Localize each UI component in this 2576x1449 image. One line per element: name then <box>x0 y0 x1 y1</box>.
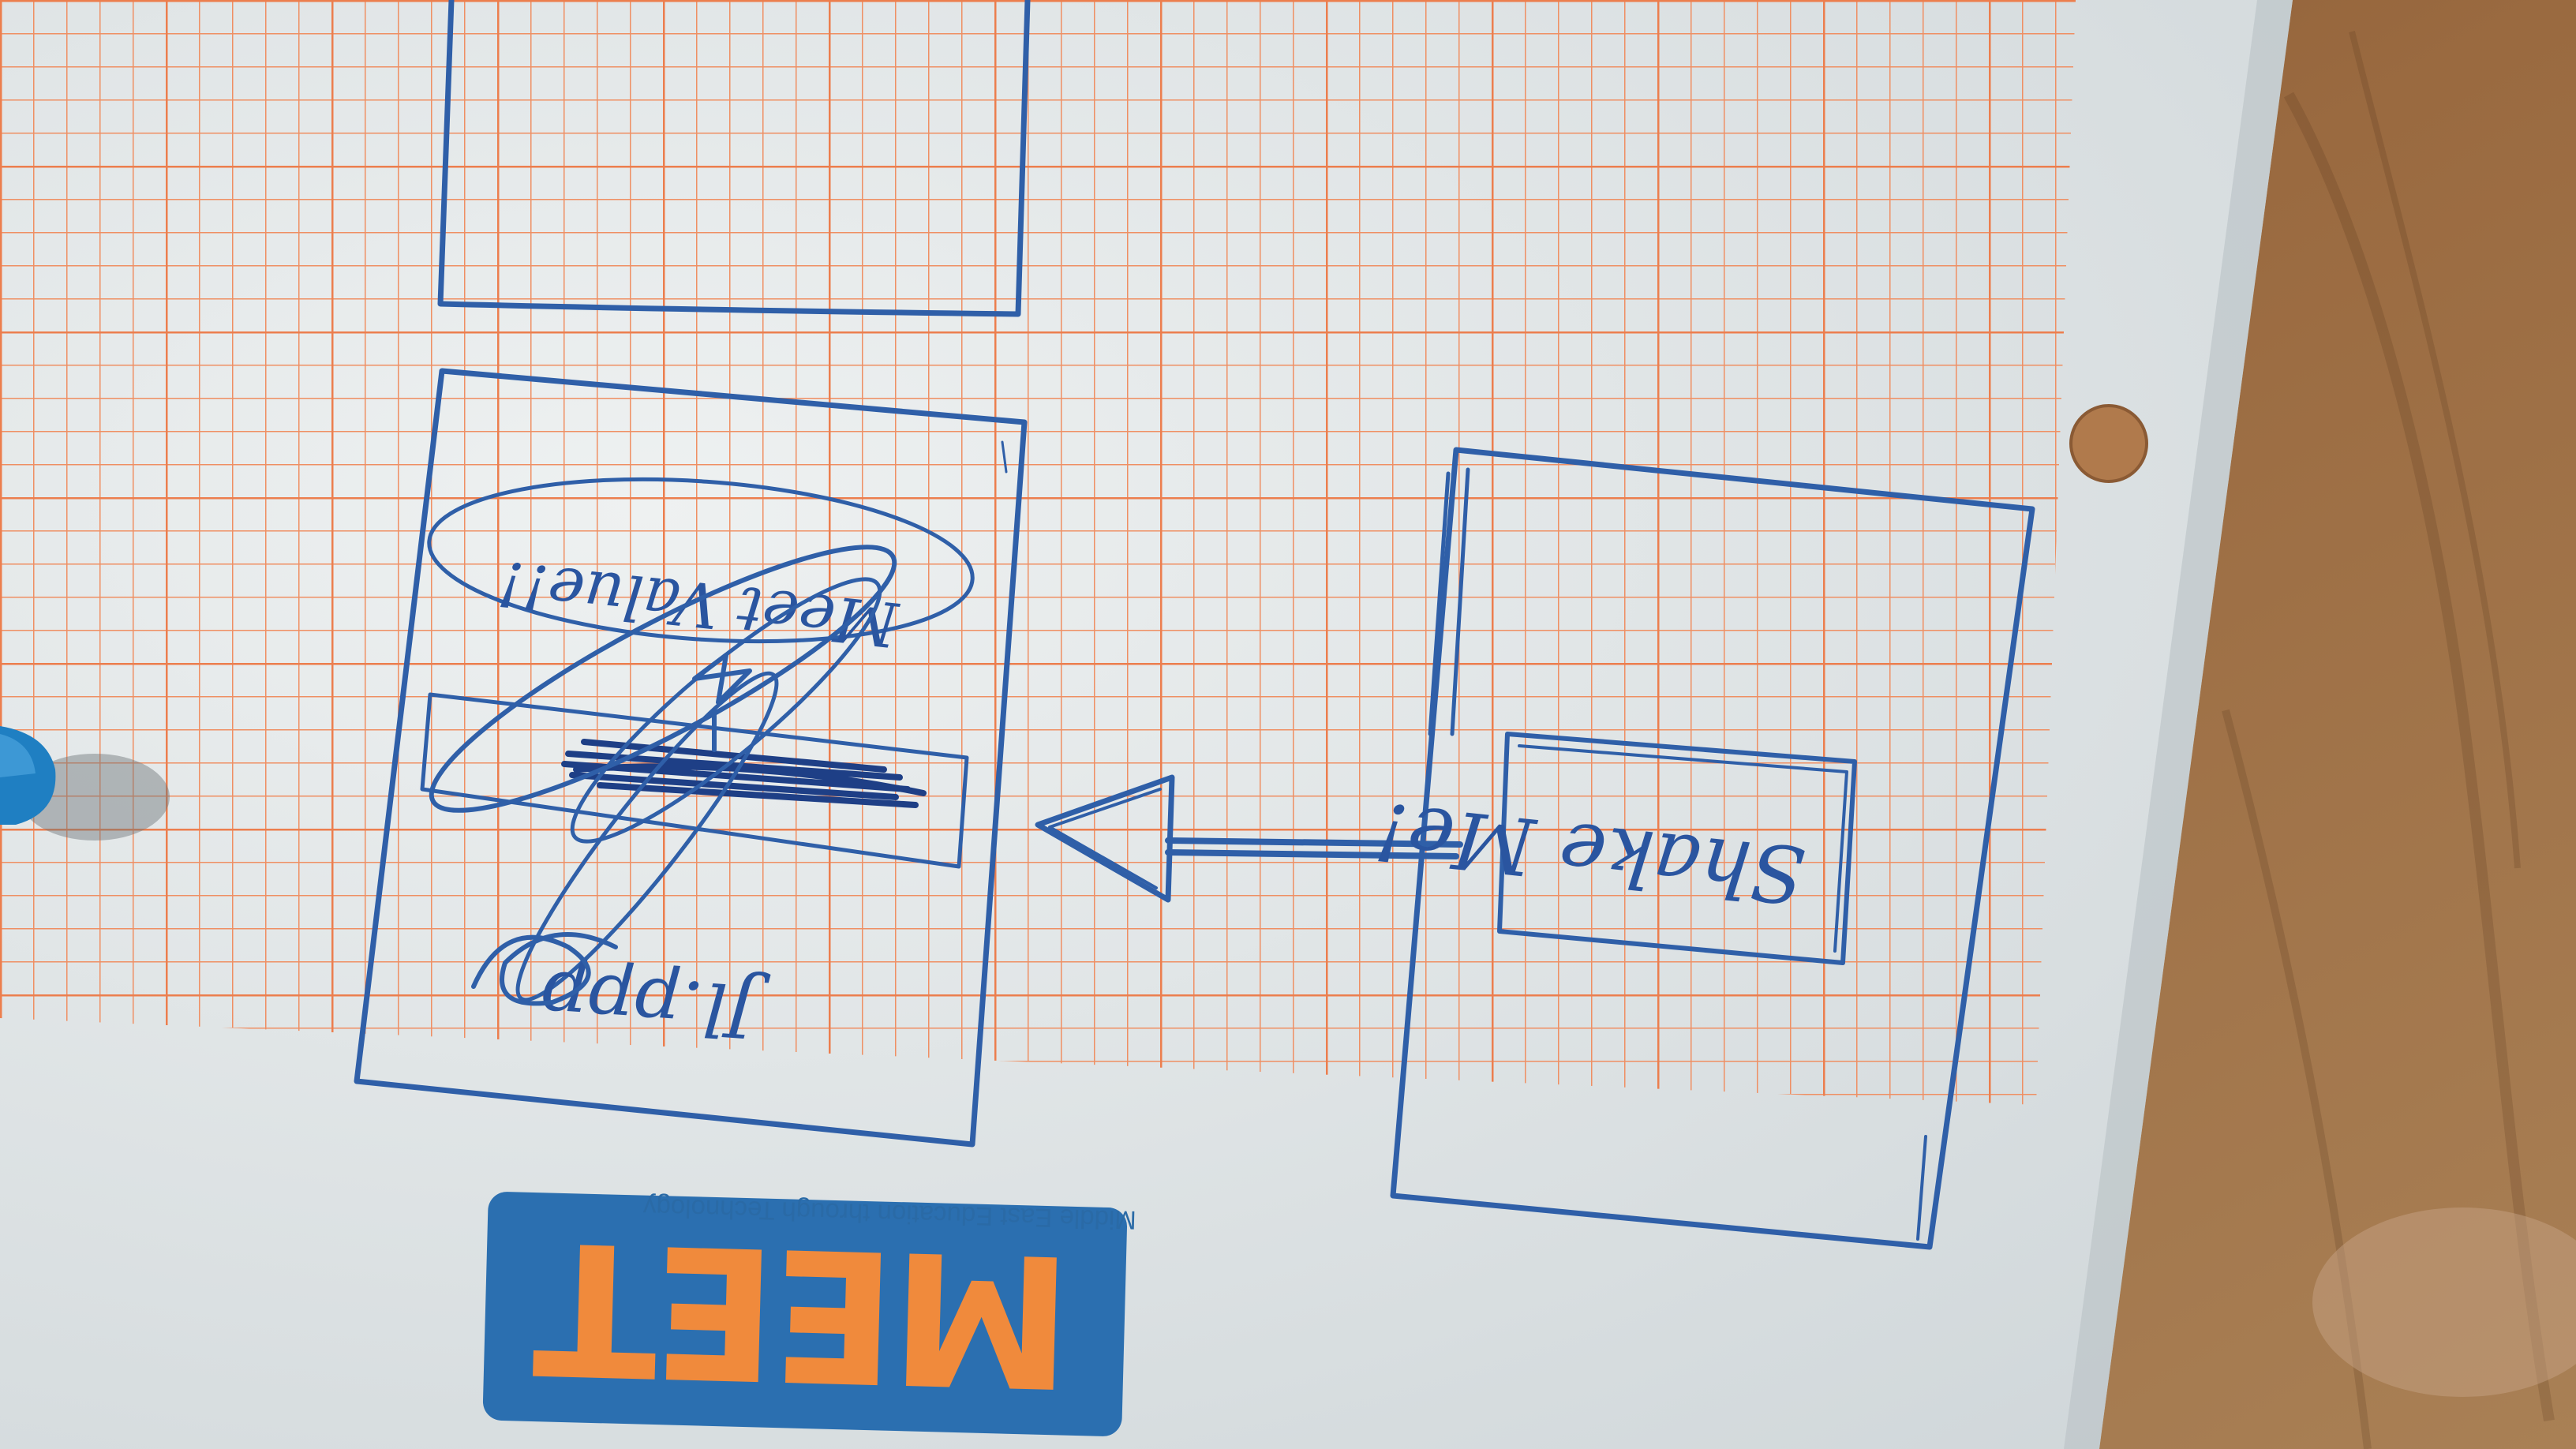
meet-logo-block <box>482 1192 1128 1436</box>
speech-bubble <box>427 477 975 644</box>
light-glare <box>2312 1208 2576 1397</box>
text-field-bar <box>420 692 969 869</box>
top-screen-outline <box>437 0 1031 317</box>
wood-grain <box>2222 31 2555 1449</box>
meet-wordmark: MEET <box>532 1200 1075 1425</box>
pen-cap <box>0 726 170 841</box>
binder-hole <box>2069 404 2148 483</box>
meet-logo: MEET <box>482 1192 1128 1436</box>
scribble-text: Jl.ppp <box>538 954 771 1054</box>
scribble-lines <box>561 739 927 808</box>
orange-grid <box>0 0 2076 1105</box>
shake-button <box>1497 732 1857 965</box>
scribble-swirl <box>471 932 618 1006</box>
left-arrow <box>1035 774 1463 903</box>
